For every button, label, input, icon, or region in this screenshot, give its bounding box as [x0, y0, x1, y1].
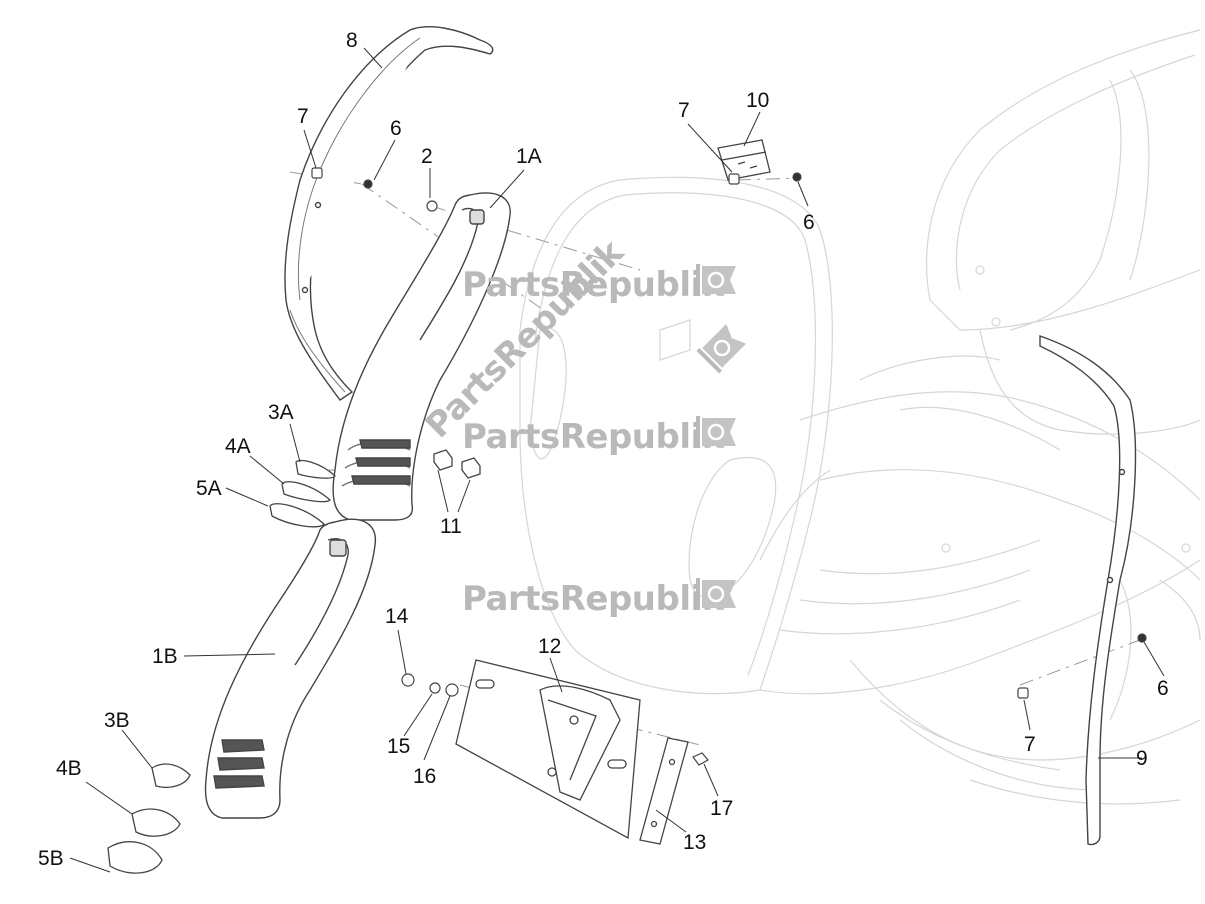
gear-flag-icon: [696, 578, 736, 610]
watermark-text: PartsRepublik: [462, 265, 724, 305]
callout-3A: 3A: [268, 401, 294, 424]
callout-10: 10: [746, 89, 770, 112]
gear-flag-icon: [696, 323, 747, 374]
callout-14: 14: [385, 605, 409, 628]
callout-7: 7: [678, 99, 690, 122]
part-1B-lower-cover: [204, 518, 377, 819]
callout-9: 9: [1136, 747, 1148, 770]
callout-17: 17: [710, 797, 734, 820]
callout-1B: 1B: [152, 645, 178, 668]
part-12-plate-holder: [455, 659, 641, 840]
gear-flag-icon: [696, 416, 736, 448]
part-10-bracket: [717, 139, 771, 181]
part-1A-upper-cover: [332, 192, 511, 521]
watermark-text: PartsRepublik: [462, 579, 724, 619]
parts-3B-4B-5B-fins: [107, 763, 191, 874]
callout-15: 15: [387, 735, 411, 758]
part-8-trim-strip: [284, 26, 494, 401]
part-13-plate: [639, 737, 689, 845]
assembly-leader-lines: [289, 171, 1141, 746]
callout-8: 8: [346, 29, 358, 52]
callout-11: 11: [440, 515, 462, 538]
callout-6: 6: [803, 211, 815, 234]
callout-12: 12: [538, 635, 562, 658]
gear-flag-icon: [696, 264, 736, 296]
callout-1A: 1A: [516, 145, 542, 168]
scooter-body-outline: [519, 29, 1201, 805]
callout-7: 7: [1024, 733, 1036, 756]
fasteners: [311, 167, 1147, 766]
callout-3B: 3B: [104, 709, 130, 732]
watermark-text: PartsRepublik: [462, 417, 724, 457]
callout-16: 16: [413, 765, 437, 788]
callout-6: 6: [390, 117, 402, 140]
callout-5A: 5A: [196, 477, 222, 500]
callout-2: 2: [421, 145, 433, 168]
callout-7: 7: [297, 105, 309, 128]
parts-3A-4A-5A-fins: [269, 459, 336, 528]
part-11-plugs: [433, 449, 481, 479]
callout-4A: 4A: [225, 435, 251, 458]
callout-4B: 4B: [56, 757, 82, 780]
part-9-trim-strip: [1039, 335, 1137, 846]
callout-leaders: [69, 47, 1165, 873]
callout-13: 13: [683, 831, 707, 854]
callout-5B: 5B: [38, 847, 64, 870]
callout-6: 6: [1157, 677, 1169, 700]
